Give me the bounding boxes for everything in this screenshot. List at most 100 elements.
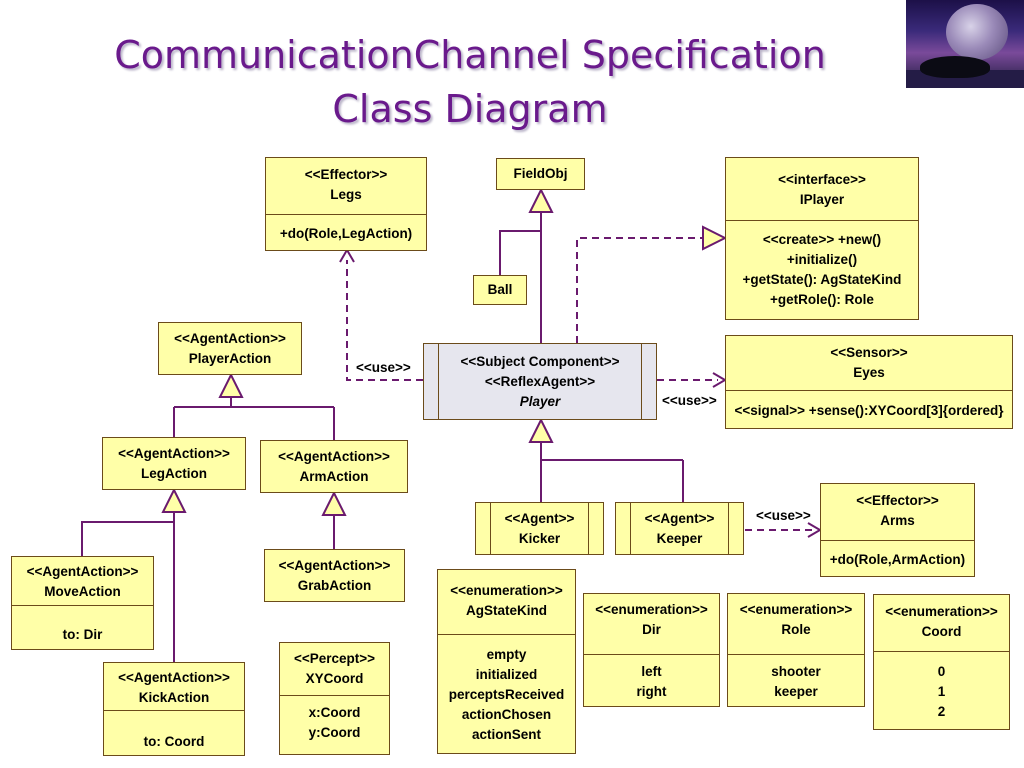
- diagram-title: CommunicationChannel Specification Class…: [40, 28, 900, 136]
- iplayer-name: IPlayer: [799, 192, 845, 207]
- iplayer-stereotype: <<interface>>: [778, 172, 866, 187]
- use-legs-dashed: [346, 260, 423, 381]
- class-legaction: <<AgentAction>> LegAction: [102, 437, 246, 490]
- kicker-stereotype: <<Agent>>: [504, 510, 575, 526]
- class-ball: Ball: [473, 275, 527, 305]
- eyes-arrowhead: [712, 372, 727, 388]
- title-line-2: Class Diagram: [332, 87, 608, 131]
- coord-stereotype: <<enumeration>>: [885, 604, 998, 619]
- eyes-operation: <<signal>> +sense():XYCoord[3]{ordered}: [734, 403, 1004, 418]
- moveaction-name: MoveAction: [44, 584, 121, 599]
- kicker-name: Kicker: [518, 530, 561, 546]
- legaction-triangle: [161, 487, 187, 513]
- class-armaction: <<AgentAction>> ArmAction: [260, 440, 408, 493]
- role-name: Role: [781, 622, 811, 637]
- dir-stereotype: <<enumeration>>: [595, 602, 708, 617]
- role-value: shooter: [771, 664, 821, 679]
- use-label-legs: <<use>>: [356, 360, 411, 375]
- moveaction-branch: [81, 521, 174, 556]
- ball-fieldobj-line: [499, 230, 541, 275]
- class-legs: <<Effector>> Legs +do(Role,LegAction): [265, 157, 427, 251]
- dir-value: right: [636, 684, 667, 699]
- armaction-stereotype: <<AgentAction>>: [278, 449, 390, 464]
- eyes-name: Eyes: [853, 365, 885, 380]
- xycoord-attribute: x:Coord: [308, 705, 361, 720]
- legs-name: Legs: [330, 187, 362, 202]
- xycoord-attribute: y:Coord: [308, 725, 361, 740]
- class-player: <<Subject Component>> <<ReflexAgent>> Pl…: [423, 343, 657, 420]
- agstatekind-value: actionSent: [471, 727, 541, 742]
- role-value: keeper: [774, 684, 818, 699]
- coord-value: 2: [937, 704, 946, 719]
- class-keeper: <<Agent>> Keeper: [615, 502, 744, 555]
- dir-value: left: [641, 664, 662, 679]
- fieldobj-name: FieldObj: [513, 166, 568, 181]
- iplayer-op: +getRole(): Role: [770, 292, 874, 307]
- agstatekind-value: actionChosen: [461, 707, 552, 722]
- kickaction-name: KickAction: [138, 690, 210, 705]
- legaction-name: LegAction: [141, 466, 207, 481]
- keeper-name: Keeper: [656, 530, 703, 546]
- agstatekind-stereotype: <<enumeration>>: [450, 583, 563, 598]
- ball-name: Ball: [487, 282, 513, 297]
- class-kicker: <<Agent>> Kicker: [475, 502, 604, 555]
- moveaction-stereotype: <<AgentAction>>: [26, 564, 139, 579]
- iplayer-op: <<create>> +new(): [762, 232, 882, 247]
- planet-image: [946, 4, 1008, 60]
- player-stereotype-1: <<Subject Component>>: [460, 353, 620, 369]
- class-role: <<enumeration>> Role shooter keeper: [727, 593, 865, 707]
- class-arms: <<Effector>> Arms +do(Role,ArmAction): [820, 483, 975, 577]
- kickaction-attribute: to: Coord: [143, 734, 205, 749]
- orca-image: [920, 56, 990, 78]
- use-label-arms: <<use>>: [756, 508, 811, 523]
- playeraction-name: PlayerAction: [188, 351, 272, 366]
- iplayer-op: +getState(): AgStateKind: [742, 272, 902, 287]
- grabaction-name: GrabAction: [297, 578, 372, 593]
- class-coord: <<enumeration>> Coord 0 1 2: [873, 594, 1010, 730]
- class-dir: <<enumeration>> Dir left right: [583, 593, 720, 707]
- dir-name: Dir: [642, 622, 661, 637]
- role-stereotype: <<enumeration>>: [739, 602, 853, 617]
- eyes-stereotype: <<Sensor>>: [830, 345, 908, 360]
- realize-iplayer-dashed: [576, 237, 703, 343]
- class-agstatekind: <<enumeration>> AgStateKind empty initia…: [437, 569, 576, 754]
- moveaction-attribute: to: Dir: [62, 627, 103, 642]
- xycoord-name: XYCoord: [305, 671, 364, 686]
- arms-name: Arms: [880, 513, 915, 528]
- class-grabaction: <<AgentAction>> GrabAction: [264, 549, 405, 602]
- player-triangle: [528, 417, 554, 443]
- agstatekind-value: perceptsReceived: [448, 687, 565, 702]
- coord-name: Coord: [921, 624, 962, 639]
- legaction-stereotype: <<AgentAction>>: [118, 446, 230, 461]
- kickaction-stereotype: <<AgentAction>>: [118, 670, 230, 685]
- class-iplayer: <<interface>> IPlayer <<create>> +new() …: [725, 157, 919, 320]
- iplayer-realization-triangle: [702, 225, 728, 251]
- iplayer-op: +initialize(): [786, 252, 858, 267]
- agstatekind-name: AgStateKind: [466, 603, 547, 618]
- class-playeraction: <<AgentAction>> PlayerAction: [158, 322, 302, 375]
- fieldobj-triangle: [528, 187, 554, 213]
- keeper-stereotype: <<Agent>>: [644, 510, 715, 526]
- arms-operation: +do(Role,ArmAction): [829, 552, 966, 567]
- playeraction-stereotype: <<AgentAction>>: [174, 331, 286, 346]
- armaction-triangle: [321, 490, 347, 516]
- class-moveaction: <<AgentAction>> MoveAction to: Dir: [11, 556, 154, 650]
- xycoord-stereotype: <<Percept>>: [293, 651, 376, 666]
- legs-operation: +do(Role,LegAction): [279, 226, 413, 241]
- player-name: Player: [519, 393, 561, 409]
- agstatekind-value: initialized: [475, 667, 538, 682]
- title-line-1: CommunicationChannel Specification: [114, 33, 826, 77]
- arms-stereotype: <<Effector>>: [856, 493, 939, 508]
- class-eyes: <<Sensor>> Eyes <<signal>> +sense():XYCo…: [725, 335, 1013, 429]
- playeraction-triangle: [218, 372, 244, 398]
- class-xycoord: <<Percept>> XYCoord x:Coord y:Coord: [279, 642, 390, 755]
- class-fieldobj: FieldObj: [496, 158, 585, 190]
- coord-value: 0: [937, 664, 946, 679]
- decorative-photo: [906, 0, 1024, 88]
- player-stereotype-2: <<ReflexAgent>>: [484, 373, 596, 389]
- legs-stereotype: <<Effector>>: [304, 167, 388, 182]
- use-label-eyes: <<use>>: [662, 393, 717, 408]
- grabaction-stereotype: <<AgentAction>>: [278, 558, 391, 573]
- armaction-name: ArmAction: [299, 469, 369, 484]
